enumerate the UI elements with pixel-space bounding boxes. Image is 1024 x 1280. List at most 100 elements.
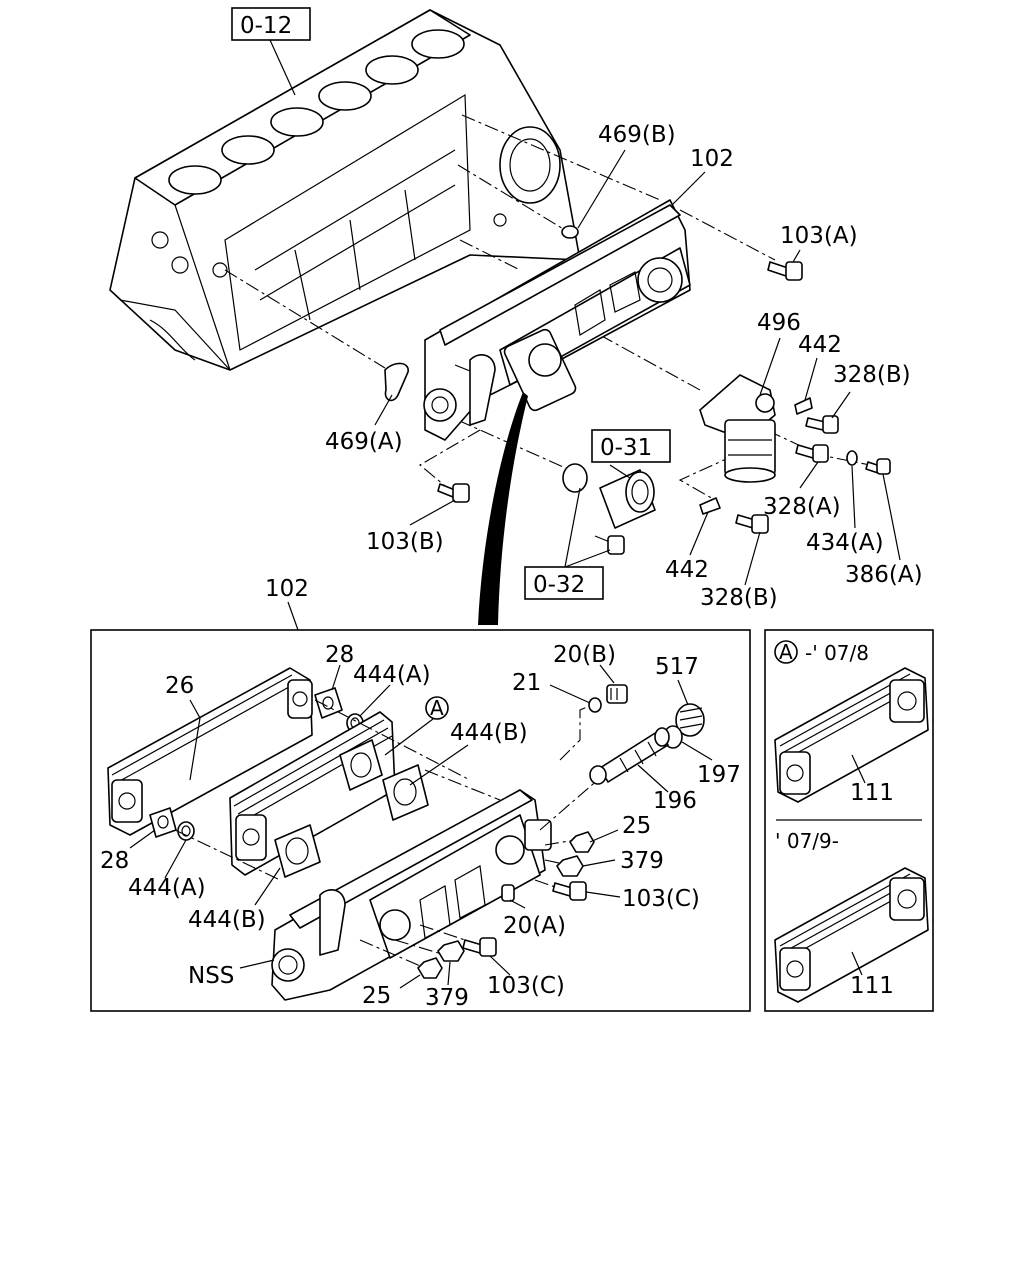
ref-box-032 (524, 566, 604, 600)
assembly-line (424, 769, 501, 801)
oil-cooler-housing (271, 789, 552, 1001)
valve-196 (589, 727, 670, 785)
ref-012: 0-12 (240, 13, 292, 39)
inset-range-bottom: ' 07/9- (775, 829, 839, 853)
bolt-328b-top (805, 415, 839, 434)
label-469a: 469(A) (325, 429, 403, 455)
nut-379-bottom (437, 940, 465, 962)
assembly-line (559, 704, 593, 761)
gasket-444b-top (339, 739, 383, 791)
bolt-103c-bottom (462, 937, 497, 957)
assembly-line (539, 777, 601, 831)
callout-circle-a (425, 696, 449, 720)
assembly-line (314, 699, 471, 781)
assembly-line (599, 334, 701, 391)
inset-part-top: 111 (850, 780, 894, 806)
inset-part-bottom: 111 (850, 973, 894, 999)
label-nss: NSS (188, 963, 234, 989)
spring-517 (675, 703, 705, 737)
label-328b-bottom: 328(B) (700, 585, 778, 611)
label-103a: 103(A) (780, 223, 858, 249)
nut-379-right (556, 855, 584, 877)
cooler-element-111-bottom (774, 867, 929, 1003)
o-ring-21 (588, 697, 602, 713)
label-444a-bottom: 444(A) (128, 875, 206, 901)
label-379-bottom: 379 (425, 985, 469, 1011)
label-496: 496 (757, 310, 801, 336)
nut-25-bottom (417, 957, 443, 979)
label-386a: 386(A) (845, 562, 923, 588)
label-442-top: 442 (798, 332, 842, 358)
assembly-line (174, 829, 281, 881)
assembly-line (678, 454, 736, 501)
inset-range-top: -' 07/8 (805, 641, 869, 665)
ref-box-012 (231, 7, 311, 41)
ref-box-031 (591, 429, 671, 463)
label-26: 26 (165, 673, 194, 699)
label-444b-top: 444(B) (450, 720, 528, 746)
assembly-line (394, 939, 446, 956)
gasket-444b-bottom (274, 824, 321, 878)
label-20b: 20(B) (553, 642, 616, 668)
gasket-469a (384, 362, 409, 402)
assembly-line (359, 939, 426, 969)
label-328b-top: 328(B) (833, 362, 911, 388)
bolt-386a (865, 458, 891, 475)
plate-442-top (794, 397, 813, 415)
detail-pointer-arrow (478, 392, 528, 625)
label-444a-top: 444(A) (353, 662, 431, 688)
bolt-032 (594, 535, 625, 555)
label-20a: 20(A) (503, 913, 566, 939)
label-25-right: 25 (622, 813, 651, 839)
label-434a: 434(A) (806, 530, 884, 556)
assembly-line (534, 879, 556, 888)
label-103c-right: 103(C) (622, 886, 700, 912)
plate-442-bottom (699, 497, 721, 515)
assembly-line (461, 114, 661, 201)
cooler-element-111-top (774, 667, 929, 803)
callout-letter-a: A (430, 696, 444, 720)
label-196: 196 (653, 788, 697, 814)
bolt-103c-right (552, 881, 587, 901)
inset-circle-letter: A (779, 640, 793, 664)
ref-032: 0-32 (533, 572, 585, 598)
bolt-328a (795, 444, 829, 463)
label-442-bottom: 442 (665, 557, 709, 583)
gasket-28-top (314, 687, 343, 719)
label-517: 517 (655, 654, 699, 680)
plug-20a (501, 884, 515, 902)
inset-circle-a (774, 640, 798, 664)
label-328a: 328(A) (763, 494, 841, 520)
assembly-line (679, 209, 776, 261)
pipe-fitting-031 (562, 463, 656, 529)
label-103b: 103(B) (366, 529, 444, 555)
cooler-element-26 (107, 667, 313, 836)
nut-25-right (569, 831, 595, 853)
label-469b: 469(B) (598, 122, 676, 148)
label-102-top: 102 (690, 146, 734, 172)
label-444b-bottom: 444(B) (188, 907, 266, 933)
bolt-328b-bottom (735, 514, 769, 534)
assembly-line (459, 239, 521, 271)
assembly-line (224, 269, 386, 369)
engine-block (109, 9, 581, 371)
label-379-right: 379 (620, 848, 664, 874)
plug-20b (606, 684, 628, 704)
assembly-line (544, 839, 576, 846)
assembly-line (419, 429, 481, 491)
label-25-bottom: 25 (362, 983, 391, 1009)
label-28-bottom: 28 (100, 848, 129, 874)
assembly-line (457, 164, 566, 231)
oil-cooler-assembly-top (423, 199, 691, 441)
gasket-444b-mid (382, 764, 429, 821)
bolt-103b (437, 483, 470, 503)
label-21: 21 (512, 670, 541, 696)
bolt-103a (767, 261, 803, 281)
washer-434a (846, 450, 858, 466)
ref-031: 0-31 (600, 435, 652, 461)
label-197: 197 (697, 762, 741, 788)
label-103c-bottom: 103(C) (487, 973, 565, 999)
oil-filter-assembly (699, 374, 776, 483)
o-ring-469b (561, 225, 579, 239)
